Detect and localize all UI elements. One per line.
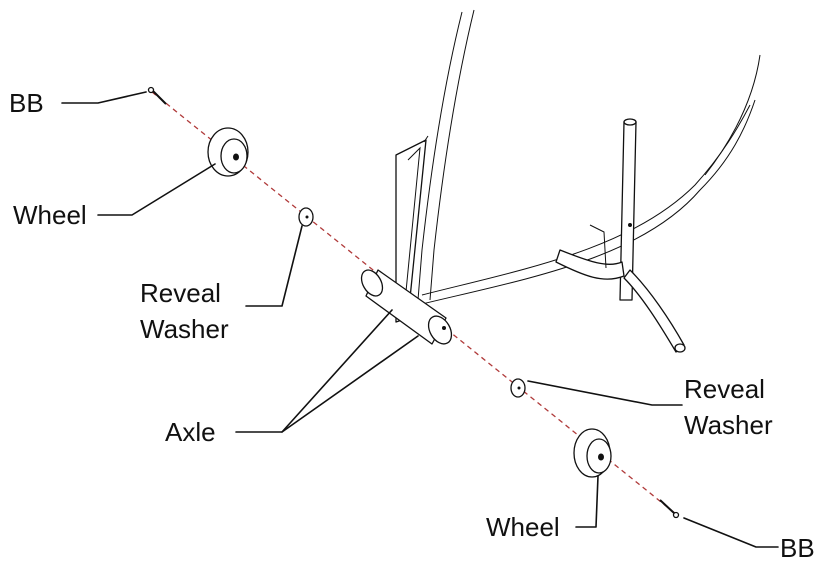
right-reveal-washer bbox=[510, 378, 526, 398]
axle bbox=[360, 269, 453, 345]
stand-pole bbox=[417, 9, 475, 301]
left-reveal-washer bbox=[298, 207, 314, 227]
label-axle: Axle bbox=[165, 417, 216, 447]
label-reveal-washer-left-line2: Washer bbox=[140, 314, 229, 344]
label-reveal-washer-right-line2: Washer bbox=[684, 410, 773, 440]
rear-support-post bbox=[555, 118, 686, 353]
display-disc-edge bbox=[417, 54, 761, 306]
left-bolt bbox=[147, 86, 167, 105]
right-wheel bbox=[573, 428, 612, 478]
leader-lines bbox=[61, 91, 779, 548]
left-wheel bbox=[207, 127, 249, 177]
label-wheel-right: Wheel bbox=[486, 512, 560, 542]
label-bb-right: BB bbox=[780, 533, 815, 563]
label-reveal-washer-left-line1: Reveal bbox=[140, 278, 221, 308]
label-wheel-left: Wheel bbox=[13, 200, 87, 230]
label-bb-left: BB bbox=[9, 88, 44, 118]
right-bolt bbox=[659, 499, 680, 519]
label-reveal-washer-right-line1: Reveal bbox=[684, 374, 765, 404]
